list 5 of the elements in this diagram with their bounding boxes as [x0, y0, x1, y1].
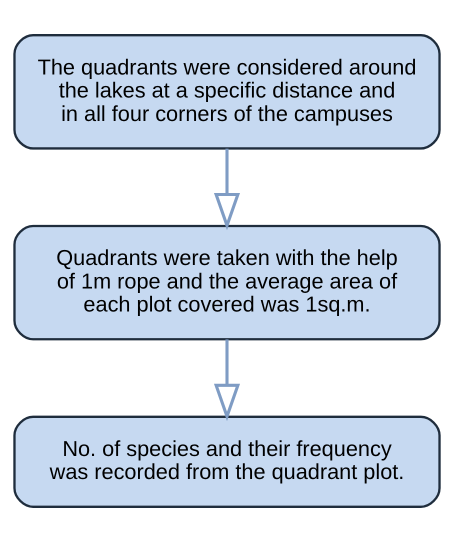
node-box: Quadrants were taken with the help of 1m rope and the average area of each plot covered was 1sq.m. — [13, 224, 441, 340]
node-box: No. of species and their frequency was recorded from the quadrant plot. — [13, 415, 441, 508]
arrow — [214, 148, 240, 230]
arrow — [214, 338, 240, 421]
node-box: The quadrants were considered around the lakes at a specific distance and in all four corners of the campuses — [13, 34, 441, 150]
